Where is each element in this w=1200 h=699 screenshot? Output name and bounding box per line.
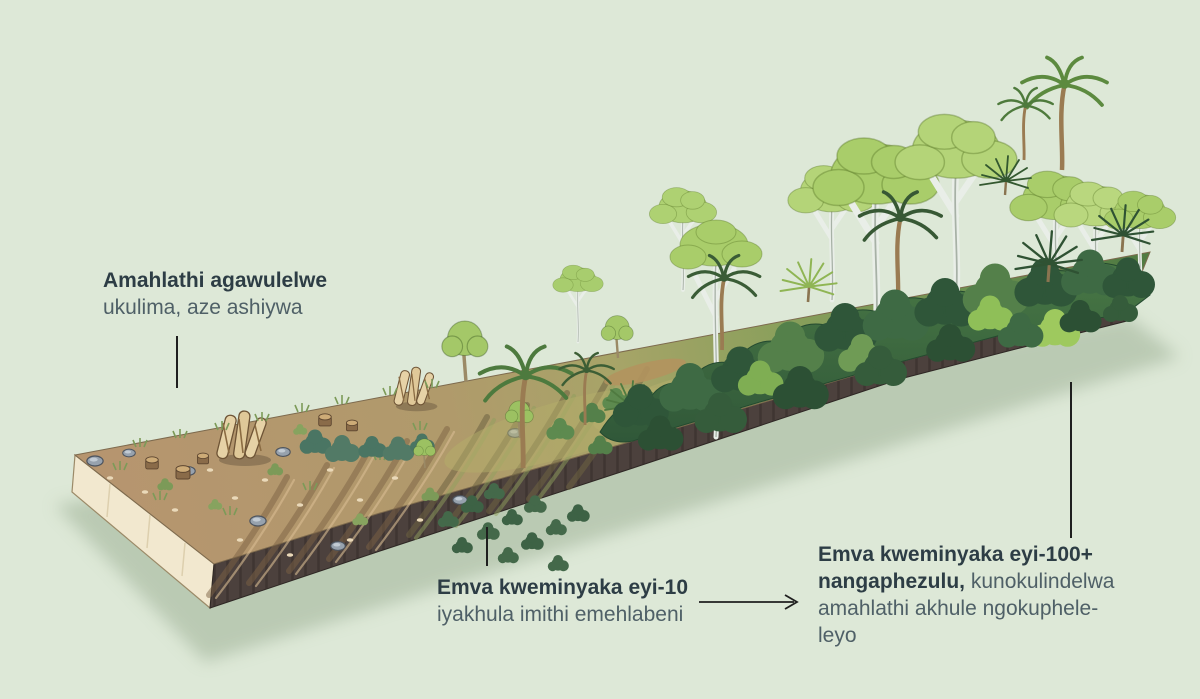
annotation-hundred-years-body-line3: amahlathi akhule ngokuphele- <box>818 597 1099 620</box>
annotation-hundred-years-body-line4: leyo <box>818 624 857 647</box>
annotation-hundred-years-line2: nangaphezulu, kunokulindelwa <box>818 568 1114 595</box>
annotation-hundred-years-body-line2: kunokulindelwa <box>970 570 1115 593</box>
annotation-ten-years: Emva kweminyaka eyi-10 iyakhula imithi e… <box>437 574 688 628</box>
annotation-hundred-years: Emva kweminyaka eyi-100+ nangaphezulu, k… <box>818 541 1114 649</box>
annotation-cleared-forest-body: ukulima, aze ashiywa <box>103 296 303 319</box>
annotation-cleared-forest: Amahlathi agawulelwe ukulima, aze ashiyw… <box>103 267 327 321</box>
mature-forest-section <box>551 58 1178 451</box>
arrow-connector <box>697 593 807 611</box>
pointer-line-hundred-years <box>1070 382 1072 538</box>
annotation-ten-years-body: iyakhula imithi emehlabeni <box>437 603 684 626</box>
pointer-line-cleared <box>176 336 178 388</box>
annotation-cleared-forest-title: Amahlathi agawulelwe <box>103 269 328 292</box>
annotation-hundred-years-title-line1: Emva kweminyaka eyi-100+ <box>818 543 1093 566</box>
ground-shadow <box>55 316 1180 662</box>
arrow-right-icon <box>699 594 799 610</box>
annotation-hundred-years-title-line2: nangaphezulu, <box>818 570 965 593</box>
annotation-ten-years-title: Emva kweminyaka eyi-10 <box>437 576 688 599</box>
pointer-line-ten-years <box>486 527 488 566</box>
